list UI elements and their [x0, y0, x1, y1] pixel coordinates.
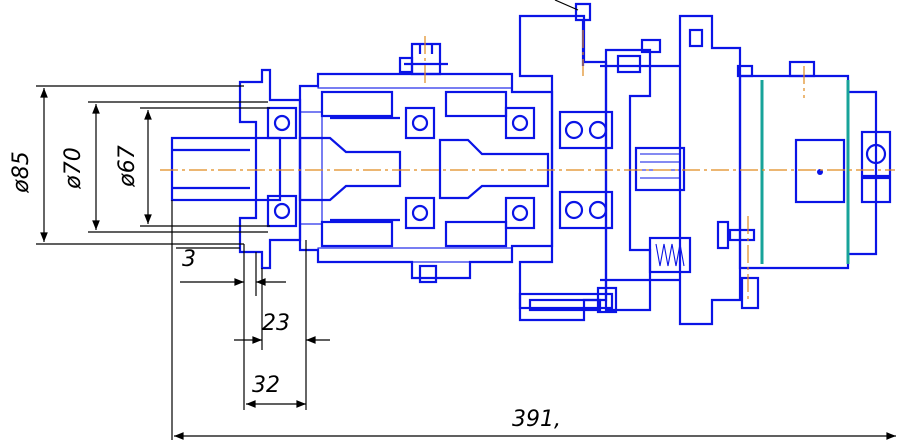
dim-d67: ø67	[115, 145, 140, 187]
dim-23: 23	[262, 311, 290, 336]
dimension-lines	[36, 85, 897, 440]
dim-d70: ø70	[61, 147, 86, 189]
dim-32: 32	[252, 373, 280, 398]
dimension-labels: ø85 ø70 ø67 3 23 32 391,	[9, 145, 561, 432]
dim-d85: ø85	[9, 151, 34, 193]
assembly-body	[170, 0, 892, 326]
central-flange	[518, 14, 608, 322]
centerlines	[160, 30, 895, 300]
bearing-left-bottom	[266, 194, 298, 228]
right-block	[738, 74, 878, 270]
bearing-left-top	[266, 106, 298, 140]
input-shaft	[170, 136, 282, 202]
dim-3: 3	[182, 247, 196, 272]
dim-391: 391,	[512, 407, 561, 432]
left-flange	[238, 68, 302, 270]
housing	[298, 72, 554, 280]
